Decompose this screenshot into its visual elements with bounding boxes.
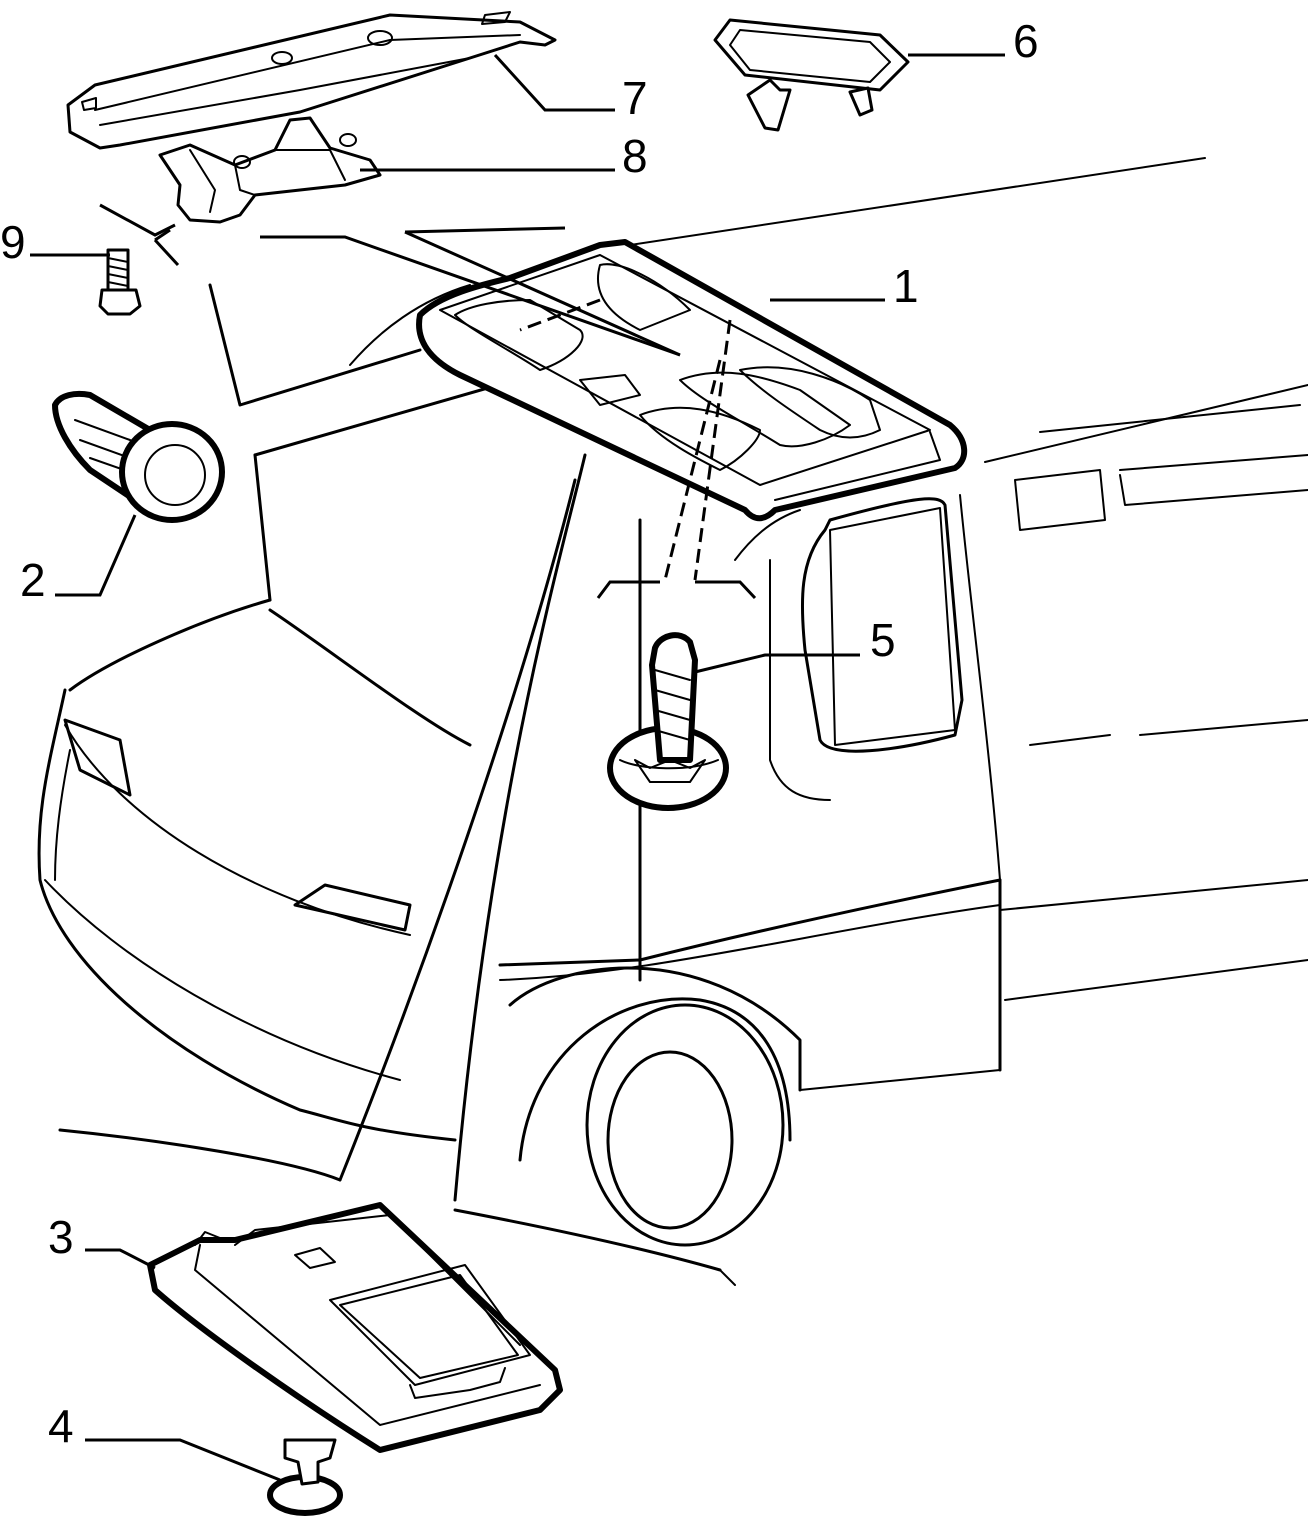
- part-6-cap: [713, 18, 910, 132]
- assembly-reference-lines: [99, 203, 757, 600]
- part-9-bolt: [98, 248, 142, 316]
- part-3-interior-lamp: [147, 1202, 563, 1453]
- leader-2: [55, 514, 137, 597]
- callout-7: 7: [622, 72, 648, 124]
- part-1-headliner-panel: [416, 239, 968, 522]
- callout-8: 8: [622, 130, 648, 182]
- callout-4: 4: [48, 1400, 74, 1452]
- part-5-screw-fastener: [607, 632, 729, 811]
- callout-3: 3: [48, 1211, 74, 1263]
- leader-4: [85, 1438, 281, 1482]
- leader-3: [85, 1248, 156, 1270]
- part-7-bracket-plate: [66, 11, 557, 150]
- part-4-small-clip: [267, 1438, 343, 1516]
- callout-2: 2: [20, 554, 46, 606]
- part-2-push-clip: [52, 390, 225, 523]
- callout-5: 5: [870, 614, 896, 666]
- callout-9: 9: [0, 216, 26, 268]
- callout-6: 6: [1013, 15, 1039, 67]
- part-8-bracket: [158, 116, 382, 224]
- callout-leaders: [30, 53, 1005, 1482]
- leader-5: [694, 653, 860, 674]
- leader-7: [493, 53, 615, 112]
- callout-1: 1: [893, 260, 919, 312]
- callout-numbers: 1 2 3 4 5 6 7 8 9: [0, 15, 1039, 1452]
